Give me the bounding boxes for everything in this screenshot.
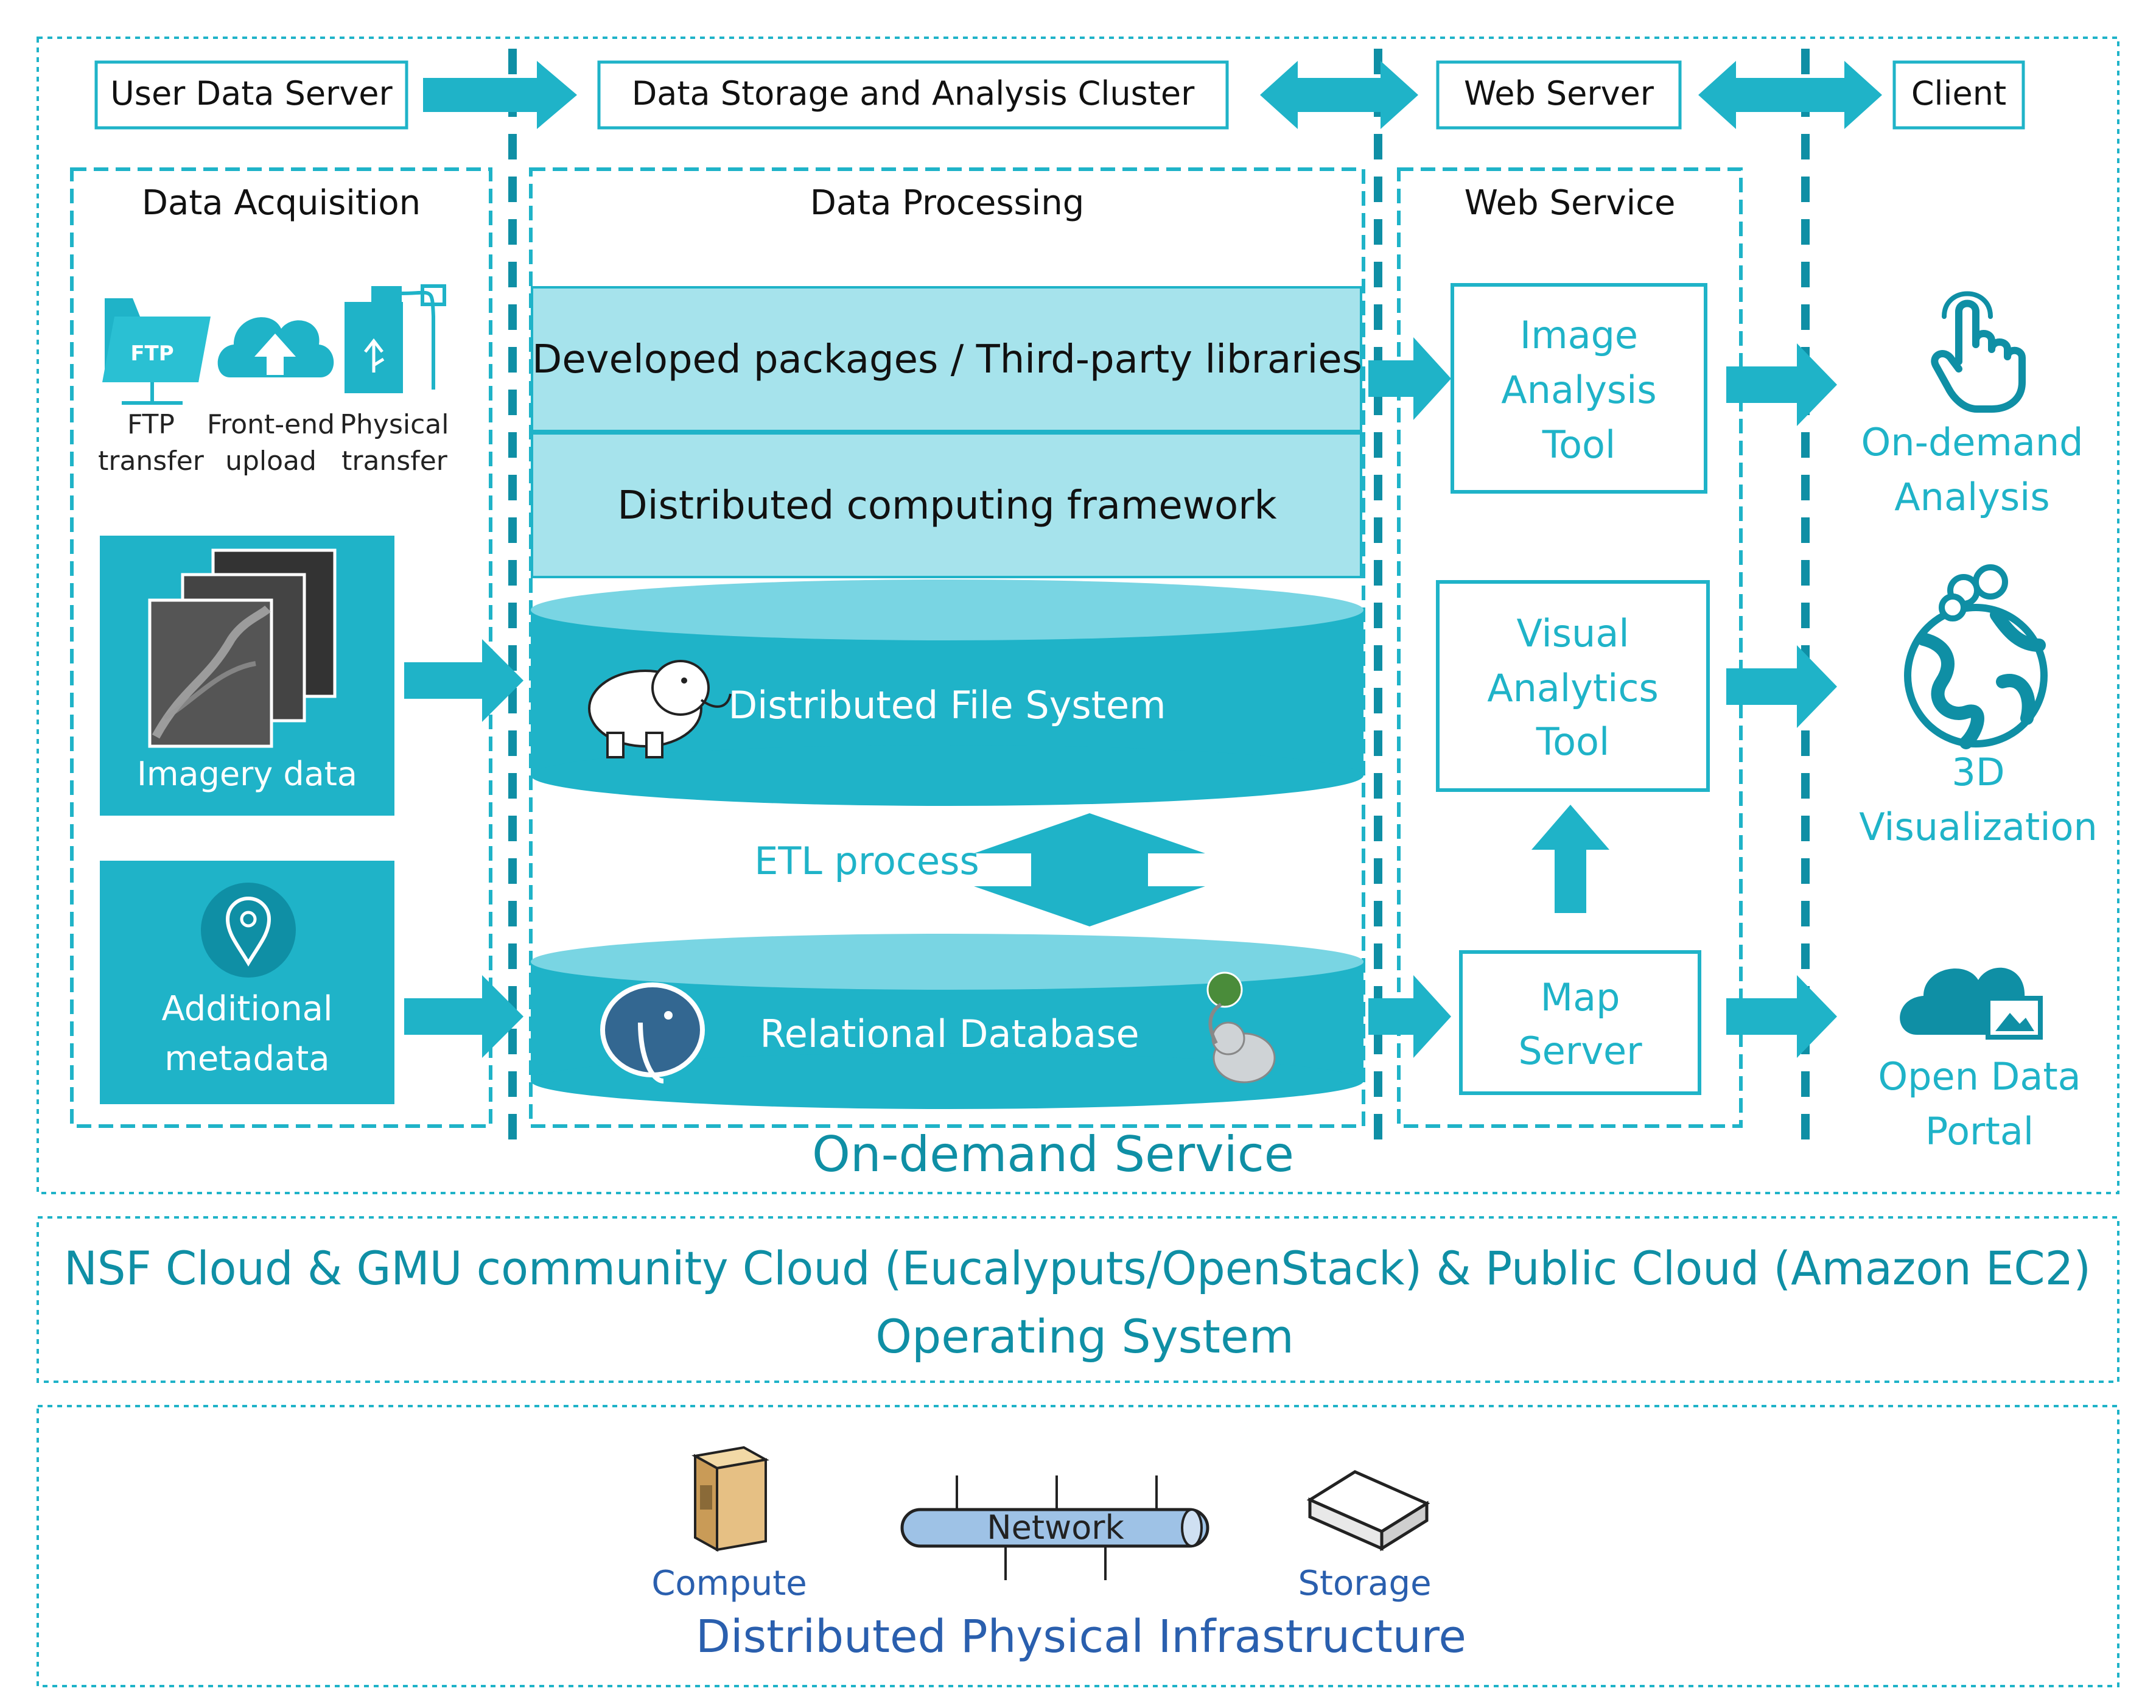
infra-title: Distributed Physical Infrastructure <box>696 1611 1466 1663</box>
physical-label-2: transfer <box>341 446 448 477</box>
packages-label: Developed packages / Third-party librari… <box>532 337 1362 382</box>
svg-text:Analytics: Analytics <box>1487 666 1659 710</box>
dfs-label: Distributed File System <box>728 683 1166 727</box>
map-server-box: Map Server <box>1459 950 1701 1095</box>
ondemand-analysis-label-2: Analysis <box>1894 475 2049 519</box>
touch-hand-icon <box>1931 291 2026 413</box>
portal-label-1: Open Data <box>1878 1054 2081 1099</box>
etl-double-arrow <box>974 813 1205 926</box>
framework-label: Distributed computing framework <box>617 483 1276 528</box>
arrow-cluster-web <box>1260 61 1418 129</box>
arrow-user-to-cluster <box>423 61 577 129</box>
postgis-elephant-icon <box>1206 971 1276 1083</box>
compute-server-icon <box>691 1446 769 1552</box>
tier-user-data-server-label: User Data Server <box>110 74 393 113</box>
svg-text:Map: Map <box>1541 975 1620 1020</box>
viz-label-1: 3D <box>1951 750 2004 794</box>
dfs-cylinder: Distributed File System <box>531 579 1363 806</box>
image-analysis-tool-box: Image Analysis Tool <box>1451 283 1707 494</box>
frontend-label-2: upload <box>225 446 317 477</box>
imagery-stack-icon <box>148 548 337 748</box>
tier-client-label: Client <box>1911 74 2006 113</box>
tier-dividers <box>508 49 1810 1153</box>
ftp-label-2: transfer <box>98 446 205 477</box>
tier-cluster-label: Data Storage and Analysis Cluster <box>632 74 1195 113</box>
arrow-packages-to-image-tool <box>1368 337 1451 420</box>
tier-user-data-server: User Data Server <box>94 60 408 130</box>
imagery-data-tile: Imagery data <box>100 536 394 816</box>
tier-cluster: Data Storage and Analysis Cluster <box>597 60 1229 130</box>
webservice-title: Web Service <box>1465 183 1676 223</box>
ftp-label-1: FTP <box>127 409 175 440</box>
ondemand-service-frame <box>37 37 2119 1194</box>
header-arrows <box>423 61 1882 129</box>
tier-web-server-label: Web Server <box>1464 74 1654 113</box>
packages-layer: Developed packages / Third-party librari… <box>531 286 1362 432</box>
arrow-rdb-to-map-server <box>1368 975 1451 1058</box>
physical-label-1: Physical <box>340 409 449 440</box>
arrow-metadata-to-rdb <box>404 975 523 1058</box>
cloud-portal-icon <box>1900 967 2043 1040</box>
svg-text:Visual: Visual <box>1516 611 1629 656</box>
svg-text:FTP: FTP <box>130 341 173 366</box>
svg-text:Analysis: Analysis <box>1501 368 1656 412</box>
webservice-box <box>1397 167 1743 1128</box>
visual-analytics-tool-box: Visual Analytics Tool <box>1436 580 1710 792</box>
etl-label: ETL process <box>754 839 979 883</box>
infra-frame <box>37 1405 2119 1687</box>
acquisition-box <box>70 167 492 1128</box>
svg-text:Server: Server <box>1518 1029 1642 1073</box>
globe-pin-icon <box>1904 564 2048 749</box>
metadata-label-2: metadata <box>164 1039 329 1079</box>
portal-label-2: Portal <box>1925 1109 2034 1153</box>
ondemand-analysis-label-1: On-demand <box>1861 420 2083 464</box>
rdb-cylinder: Relational Database <box>531 934 1363 1109</box>
storage-label: Storage <box>1298 1564 1431 1603</box>
viz-label-2: Visualization <box>1859 805 2098 849</box>
cloud-frame <box>37 1216 2119 1383</box>
svg-text:Tool: Tool <box>1542 422 1615 467</box>
cloud-line-1: NSF Cloud & GMU community Cloud (Eucalyp… <box>64 1241 2091 1295</box>
arrow-map-to-visual <box>1531 805 1609 913</box>
ondemand-service-label: On-demand Service <box>812 1126 1294 1183</box>
acquisition-title: Data Acquisition <box>142 183 421 223</box>
ftp-folder-icon: FTP <box>102 298 211 405</box>
location-pin-icon <box>201 883 296 978</box>
imagery-label: Imagery data <box>137 755 357 793</box>
postgresql-elephant-icon <box>600 982 705 1083</box>
metadata-tile: Additional metadata <box>100 861 394 1104</box>
arrow-visual-tool-to-3d <box>1726 645 1837 728</box>
hadoop-elephant-icon <box>588 660 732 758</box>
tier-client: Client <box>1892 60 2025 130</box>
cloud-upload-icon <box>217 317 334 377</box>
cloud-line-2: Operating System <box>875 1309 1294 1363</box>
compute-label: Compute <box>651 1564 807 1603</box>
network-bus-icon: Network <box>900 1475 1209 1580</box>
metadata-label-1: Additional <box>161 989 332 1029</box>
arrow-image-tool-to-ondemand <box>1726 343 1837 426</box>
tier-web-server: Web Server <box>1436 60 1682 130</box>
rdb-label: Relational Database <box>760 1012 1139 1056</box>
usb-drive-icon <box>345 284 446 393</box>
network-label: Network <box>987 1508 1124 1547</box>
storage-disk-icon <box>1306 1470 1430 1552</box>
svg-text:Tool: Tool <box>1536 719 1609 764</box>
arrow-map-to-portal <box>1726 975 1837 1058</box>
arrow-web-client <box>1698 61 1882 129</box>
arrow-imagery-to-dfs <box>404 639 523 722</box>
frontend-label-1: Front-end <box>207 409 335 440</box>
svg-text:Image: Image <box>1520 313 1638 357</box>
processing-title: Data Processing <box>810 183 1085 223</box>
framework-layer: Distributed computing framework <box>531 432 1362 578</box>
